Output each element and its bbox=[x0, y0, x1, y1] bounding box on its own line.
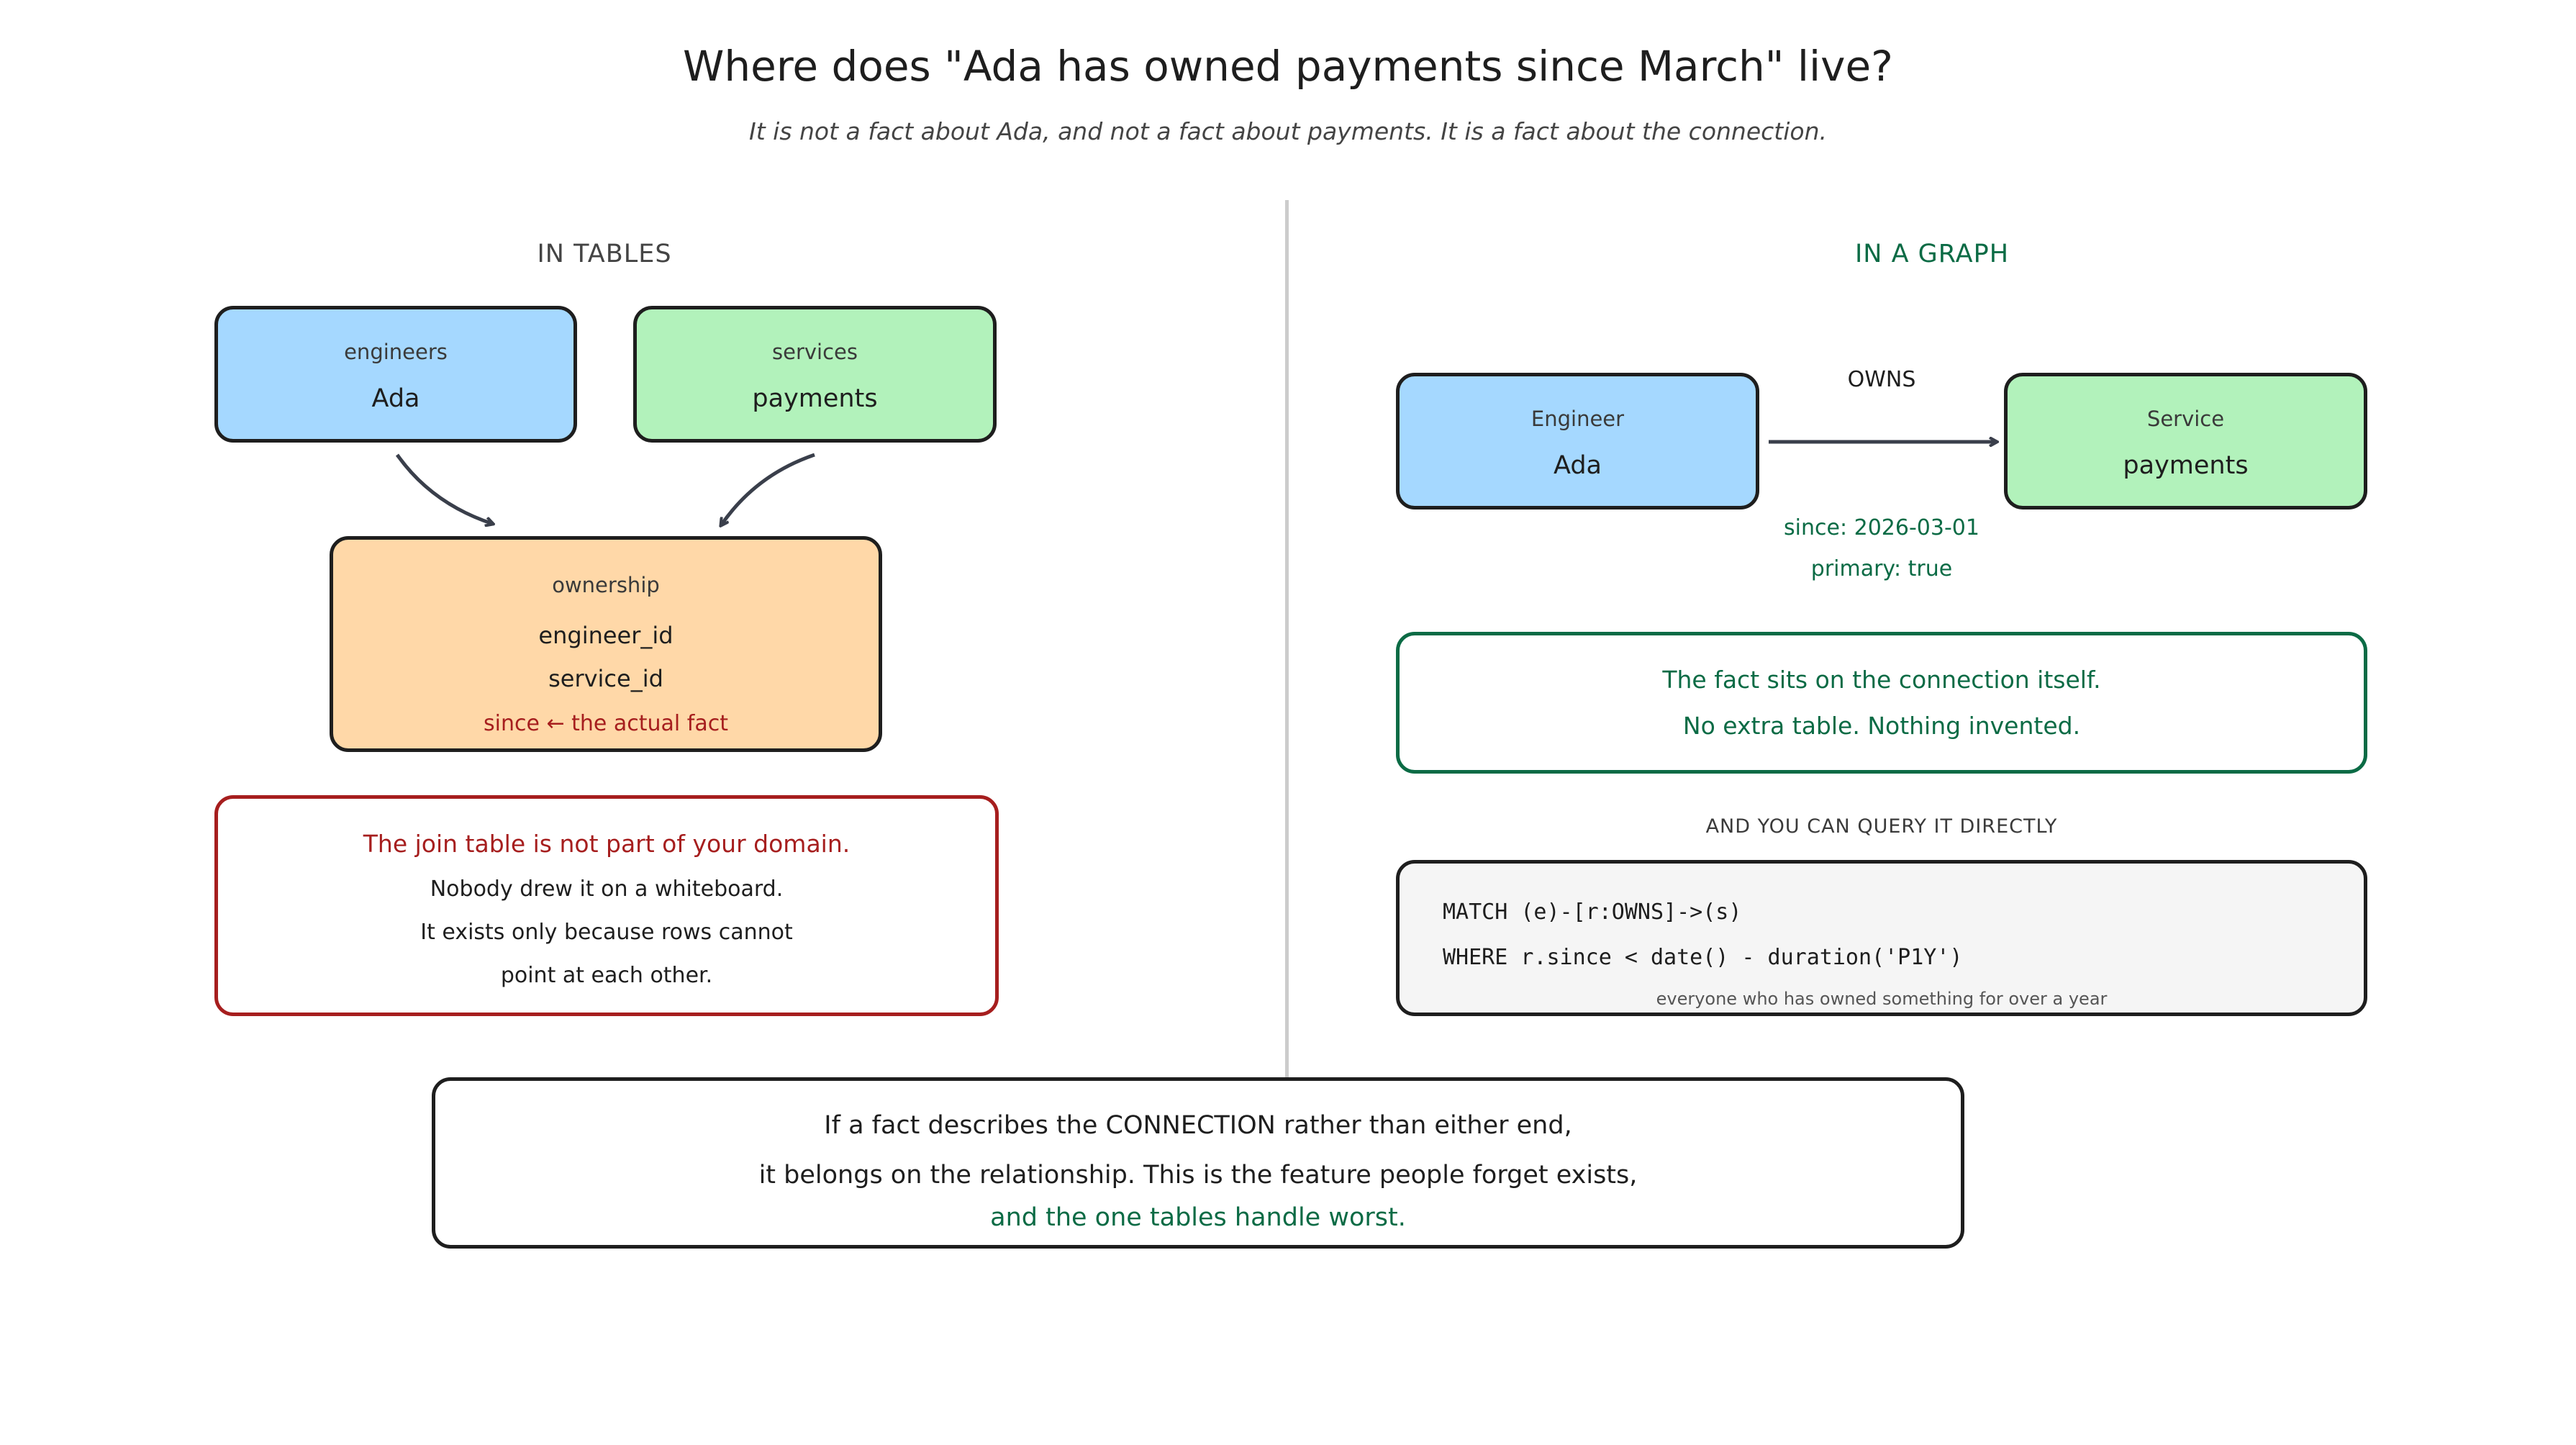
graph-heading: IN A GRAPH bbox=[1854, 240, 2010, 268]
service-node-label: Service bbox=[2146, 407, 2225, 431]
arrow-engineers-to-ownership bbox=[395, 453, 493, 524]
note-line-1: Nobody drew it on a whiteboard. bbox=[430, 876, 784, 902]
fact-box-line-2: No extra table. Nothing invented. bbox=[1682, 712, 2081, 740]
engineers-table-box: engineers Ada bbox=[214, 306, 577, 443]
center-divider bbox=[1285, 200, 1289, 1134]
ownership-field-service-id: service_id bbox=[548, 665, 663, 692]
engineer-node: Engineer Ada bbox=[1396, 373, 1759, 509]
ownership-fact: since ← the actual fact bbox=[483, 711, 729, 736]
conclusion-line-2: it belongs on the relationship. This is … bbox=[758, 1161, 1638, 1190]
ownership-label: ownership bbox=[552, 573, 660, 597]
tables-heading: IN TABLES bbox=[537, 240, 672, 268]
fact-box-line-1: The fact sits on the connection itself. bbox=[1662, 666, 2101, 694]
page-subtitle: It is not a fact about Ada, and not a fa… bbox=[748, 117, 1827, 145]
engineer-node-value: Ada bbox=[1554, 451, 1602, 480]
query-caption: everyone who has owned something for ove… bbox=[1656, 989, 2108, 1009]
query-heading: AND YOU CAN QUERY IT DIRECTLY bbox=[1705, 815, 2058, 838]
ownership-table-box: ownership engineer_id service_id since ←… bbox=[330, 536, 882, 752]
note-headline: The join table is not part of your domai… bbox=[363, 830, 851, 858]
query-box: MATCH (e)-[r:OWNS]->(s) WHERE r.since < … bbox=[1396, 860, 2367, 1016]
page-title: Where does "Ada has owned payments since… bbox=[683, 42, 1893, 91]
conclusion-line-1: If a fact describes the CONNECTION rathe… bbox=[824, 1111, 1572, 1140]
conclusion-box: If a fact describes the CONNECTION rathe… bbox=[432, 1077, 1964, 1249]
note-line-3: point at each other. bbox=[500, 963, 713, 988]
query-line-1: MATCH (e)-[r:OWNS]->(s) bbox=[1443, 900, 1742, 925]
engineers-value: Ada bbox=[371, 384, 420, 413]
arrow-services-to-ownership bbox=[721, 453, 815, 525]
edge-property-since: since: 2026-03-01 bbox=[1784, 515, 1979, 540]
engineers-label: engineers bbox=[344, 340, 448, 364]
ownership-field-engineer-id: engineer_id bbox=[538, 622, 674, 649]
services-label: services bbox=[772, 340, 858, 364]
services-table-box: services payments bbox=[633, 306, 997, 443]
services-value: payments bbox=[752, 384, 878, 413]
query-line-2: WHERE r.since < date() - duration('P1Y') bbox=[1443, 945, 1963, 970]
edge-property-primary: primary: true bbox=[1810, 556, 1953, 581]
fact-on-connection-box: The fact sits on the connection itself. … bbox=[1396, 632, 2367, 774]
conclusion-emphasis: and the one tables handle worst. bbox=[990, 1203, 1406, 1232]
service-node: Service payments bbox=[2004, 373, 2367, 509]
note-line-2: It exists only because rows cannot bbox=[420, 920, 793, 945]
engineer-node-label: Engineer bbox=[1530, 407, 1625, 431]
owns-edge-label: OWNS bbox=[1847, 367, 1916, 392]
service-node-value: payments bbox=[2123, 451, 2249, 480]
join-table-note: The join table is not part of your domai… bbox=[214, 795, 999, 1016]
